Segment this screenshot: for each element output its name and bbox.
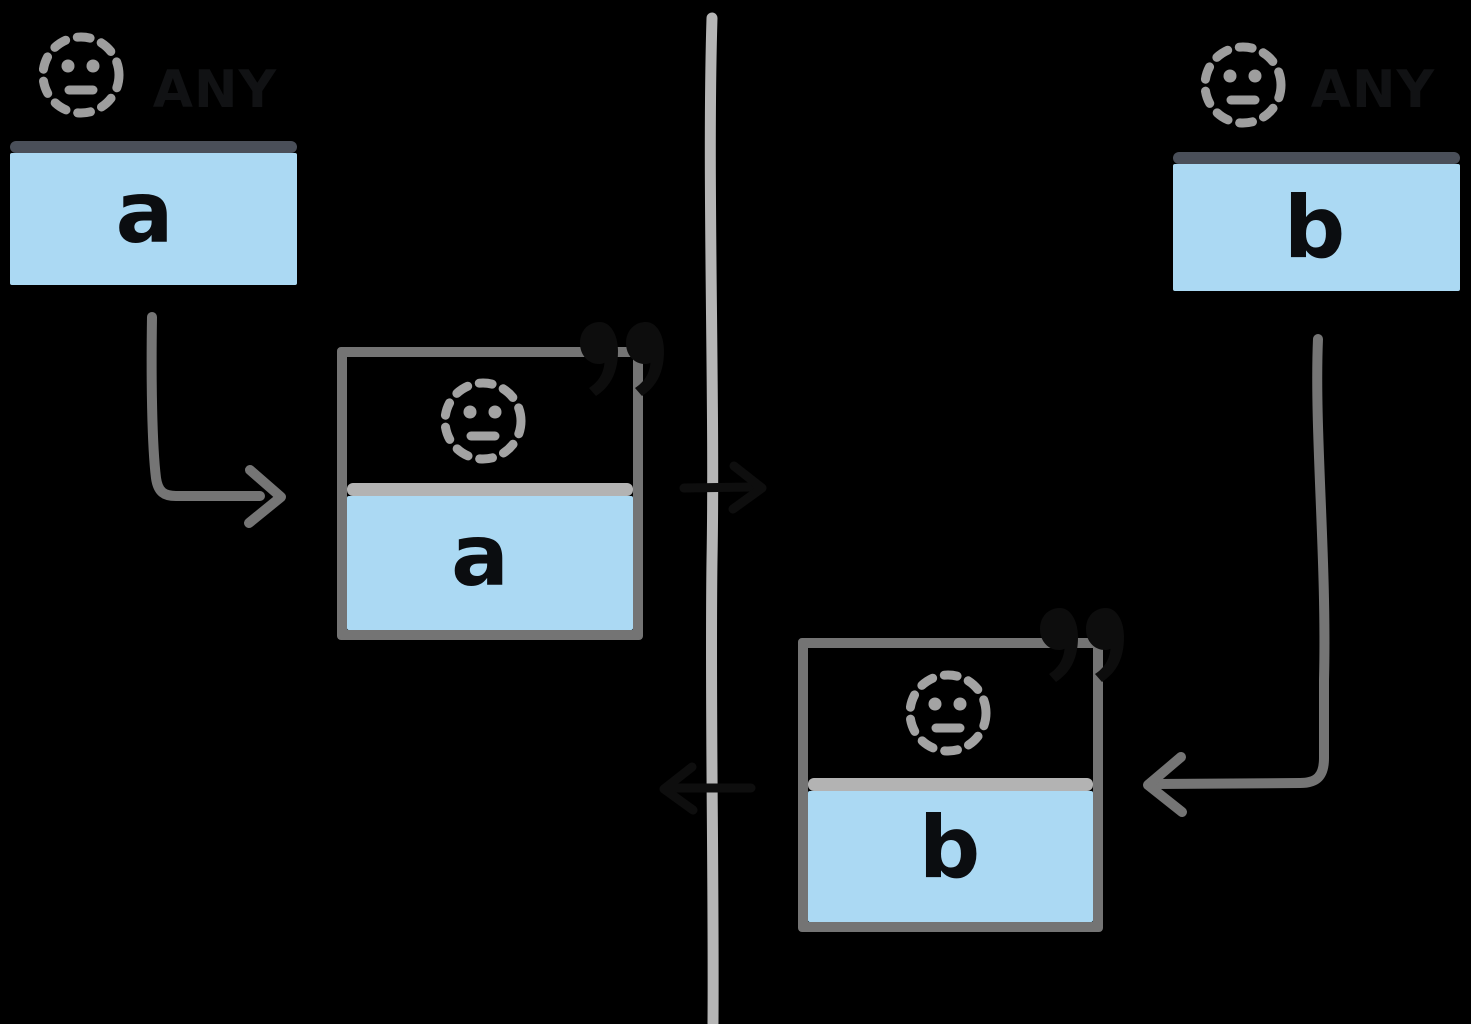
card-divider bbox=[1173, 152, 1460, 164]
arrow-def-b-to-instance-b[interactable] bbox=[1143, 334, 1330, 817]
card-header: ANY bbox=[1173, 10, 1460, 152]
card-body: b bbox=[1173, 164, 1460, 291]
card-letter: b bbox=[918, 797, 981, 898]
card-header: ANY bbox=[10, 10, 297, 141]
arrow-def-a-to-instance-a[interactable] bbox=[146, 312, 286, 528]
card-letter: a bbox=[450, 506, 510, 606]
card-instance-b[interactable]: b bbox=[798, 638, 1103, 932]
card-definition-b[interactable]: ANY b bbox=[1173, 10, 1460, 291]
card-body: a bbox=[10, 153, 297, 285]
card-header bbox=[808, 648, 1093, 778]
card-body: a bbox=[347, 496, 633, 630]
double-quote-icon bbox=[1040, 608, 1124, 682]
center-divider-line[interactable] bbox=[704, 12, 719, 1024]
card-divider bbox=[347, 483, 633, 496]
any-label: ANY bbox=[1310, 60, 1436, 120]
card-letter: a bbox=[115, 163, 174, 263]
face-icon bbox=[440, 378, 526, 464]
face-icon bbox=[905, 670, 991, 756]
any-label: ANY bbox=[152, 60, 278, 120]
card-header bbox=[347, 357, 633, 483]
card-definition-a[interactable]: ANY a bbox=[10, 10, 297, 285]
card-divider bbox=[10, 141, 297, 153]
face-icon bbox=[1200, 42, 1286, 128]
card-body: b bbox=[808, 791, 1093, 922]
double-quote-icon bbox=[580, 322, 664, 396]
card-instance-a[interactable]: a bbox=[337, 347, 643, 640]
card-divider bbox=[808, 778, 1093, 791]
arrow-instance-b-to-left-side[interactable] bbox=[659, 762, 756, 815]
arrow-instance-a-to-right-side[interactable] bbox=[679, 461, 767, 514]
card-letter: b bbox=[1283, 177, 1346, 278]
face-icon bbox=[38, 32, 124, 118]
